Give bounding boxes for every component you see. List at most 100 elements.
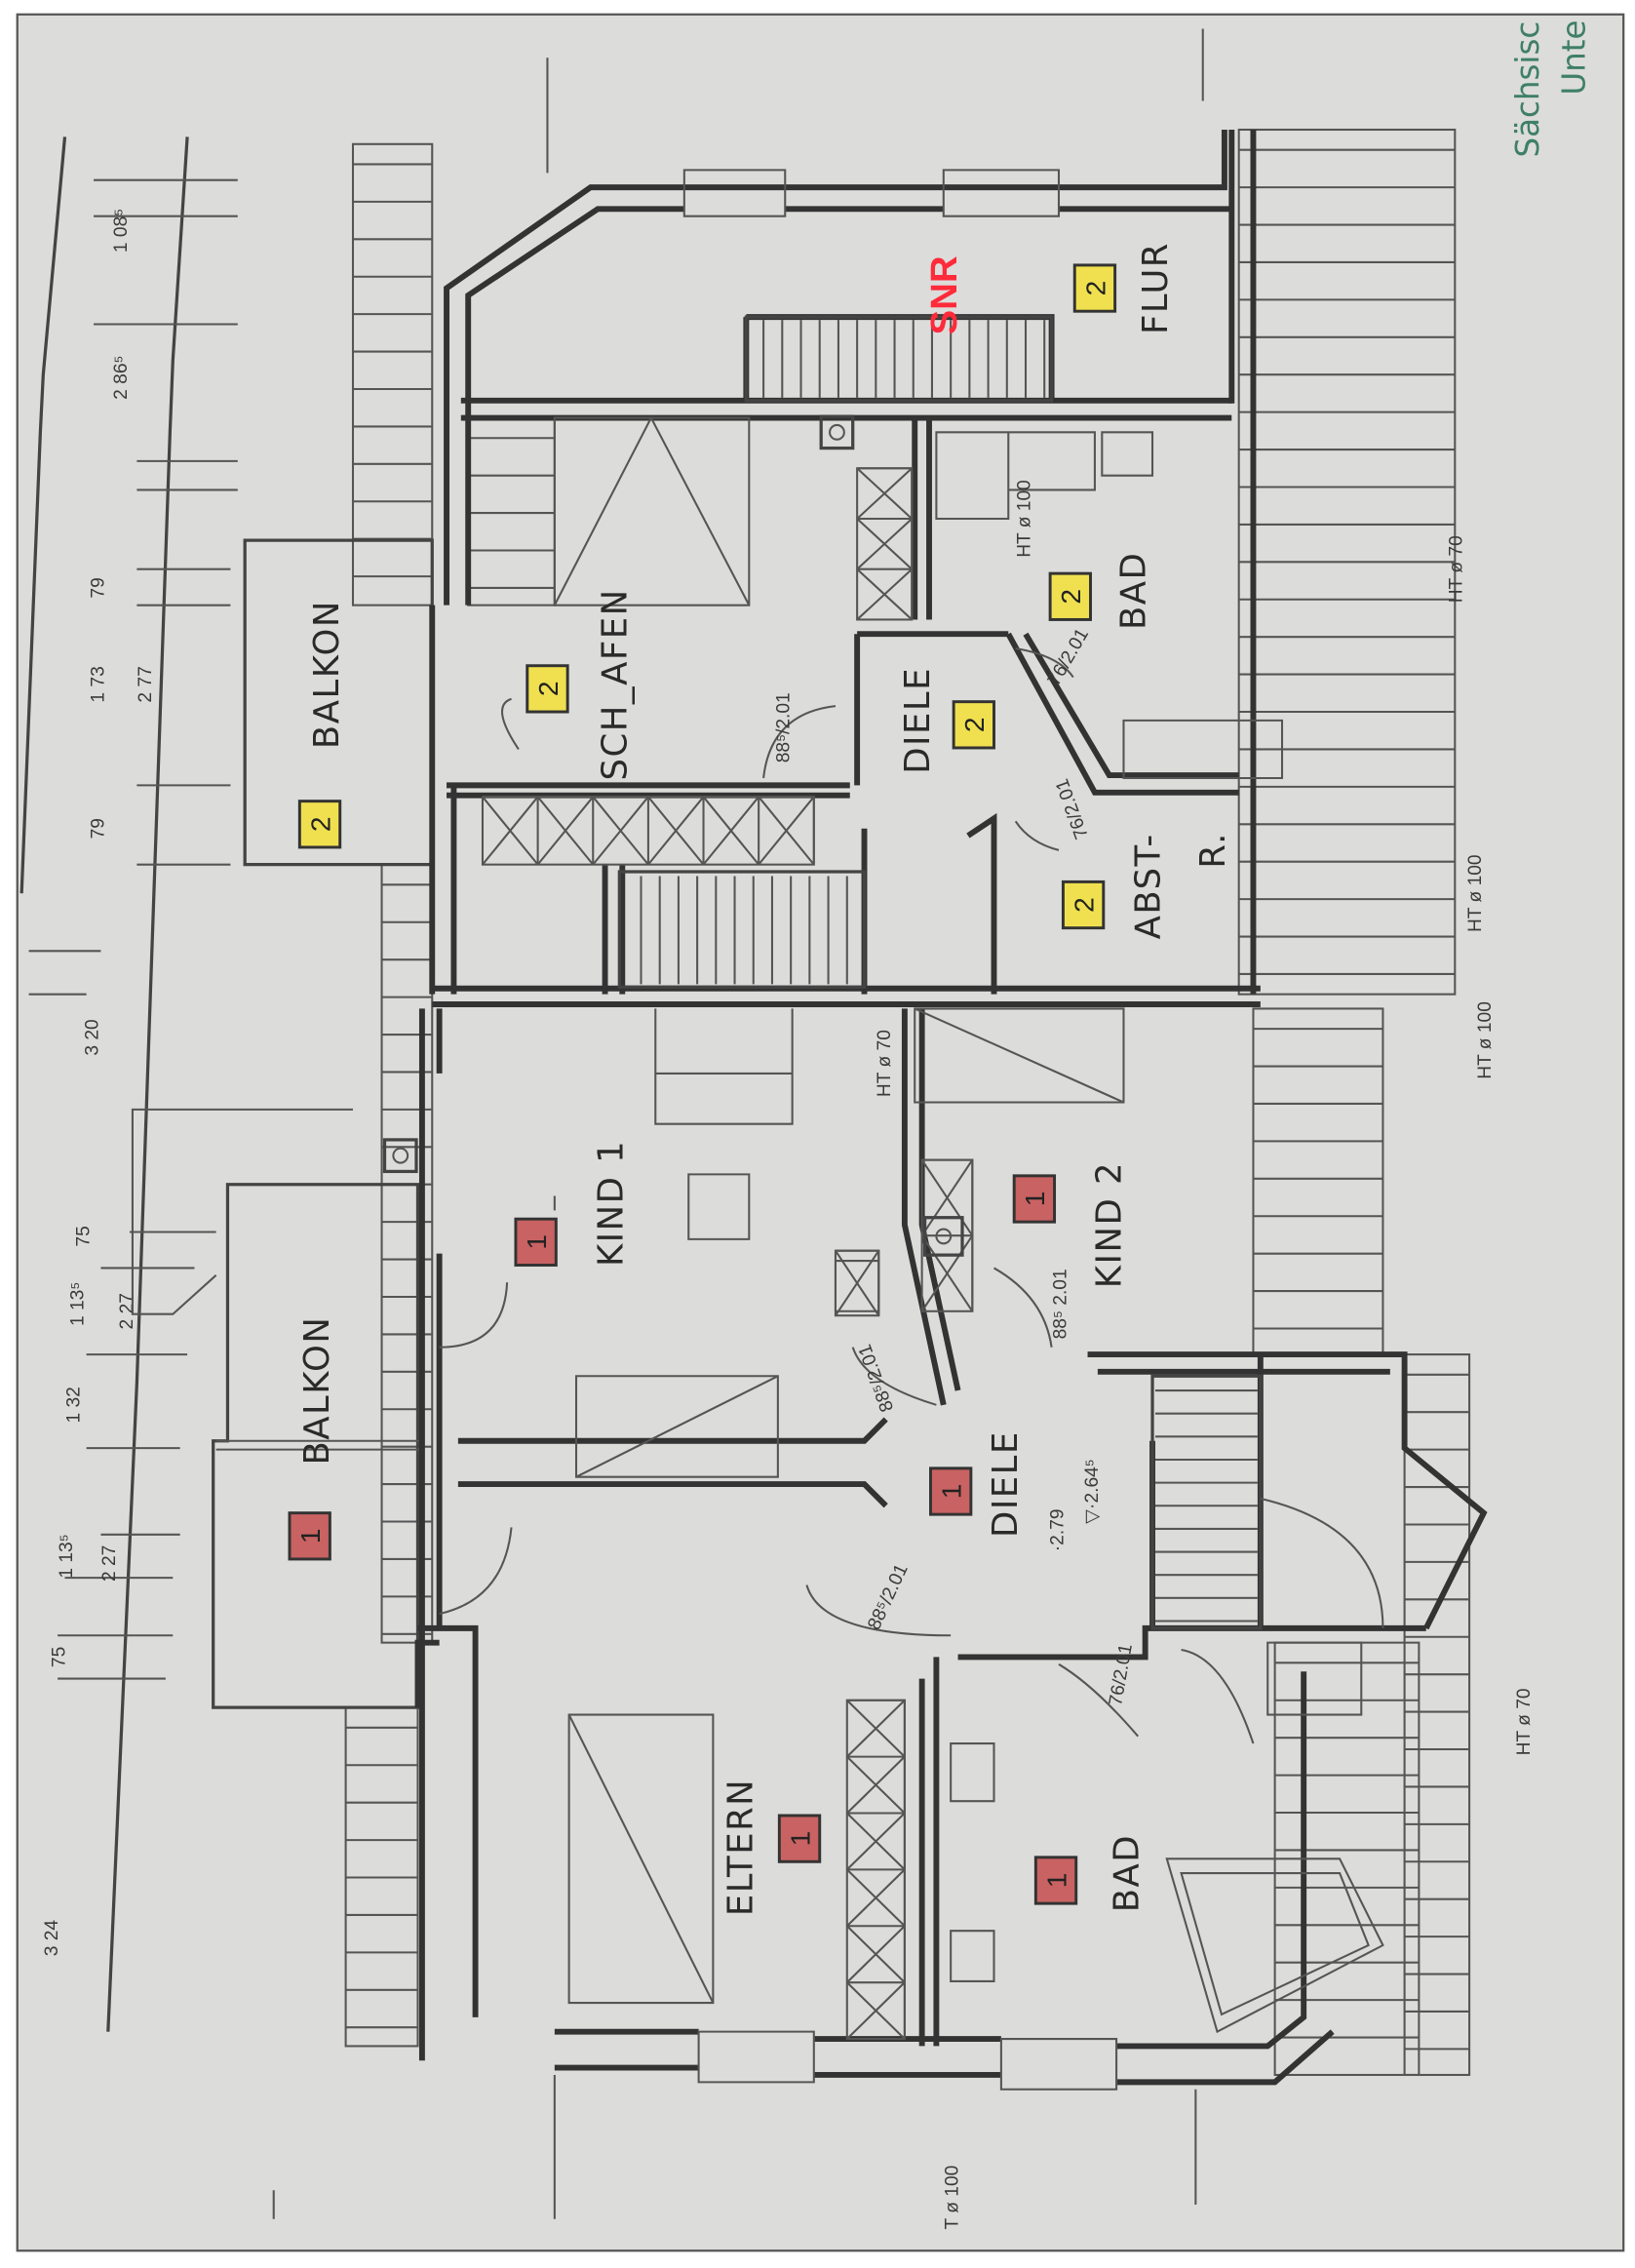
level-label: ·2.79 [1047, 1509, 1068, 1552]
room-label-bad-1: BAD [1107, 1834, 1147, 1912]
unit-number: 2 [959, 718, 990, 733]
level-label: ▽·2.64⁵ [1082, 1459, 1103, 1523]
unit-badge: 2 [297, 800, 342, 849]
room-label-flur: FLUR [1136, 242, 1176, 334]
dim-label: 3 20 [82, 1019, 102, 1055]
roof-strip [351, 142, 434, 606]
unit-badge: 2 [1061, 880, 1106, 930]
unit-badge-box [1072, 263, 1117, 313]
wardrobe-cell [856, 517, 914, 570]
wardrobes [481, 467, 974, 2041]
unit-badge-box [1012, 1174, 1057, 1224]
stamp-text: Sächsisc Unte [1509, 20, 1592, 158]
unit-badge: 1 [929, 1466, 973, 1516]
dim-label: 75 [74, 1226, 95, 1246]
unit-badge-box [1048, 571, 1092, 621]
dim-label: 79 [88, 818, 108, 839]
unit-badge-box [929, 1466, 973, 1516]
ht-label: HT ø 70 [875, 1030, 895, 1097]
wardrobe-cell [482, 796, 539, 866]
ht-labels: HT ø 70 HT ø 100 HT ø 100 HT ø 100 HT ø … [875, 480, 1535, 2229]
unit-badge: 1 [514, 1217, 558, 1267]
wardrobe-cell [846, 1981, 906, 2040]
snr-annotation: SNR [923, 255, 965, 334]
furniture [382, 414, 1384, 2034]
room-label-kind-2: KIND 2 [1090, 1161, 1130, 1288]
wardrobe-cell [846, 1699, 906, 1758]
room-label-abstellraum: ABST- [1128, 833, 1168, 939]
unit-badge: 2 [1048, 571, 1092, 621]
room-label-kind-1: KIND 1 [591, 1140, 631, 1267]
wardrobe-cell [856, 567, 914, 621]
room-label-diele-2: DIELE [898, 667, 938, 774]
wardrobe-cell [758, 796, 815, 866]
unit-badge-box [297, 800, 342, 849]
stamp-line-1: Sächsisc [1509, 21, 1546, 158]
unit-number: 1 [785, 1831, 815, 1847]
windows [682, 169, 1118, 2091]
ht-label: HT ø 100 [1475, 1001, 1496, 1079]
room-label-balkon-1: BALKON [297, 1316, 337, 1466]
room-label-eltern: ELTERN [720, 1779, 760, 1916]
wardrobe-cell [846, 1812, 906, 1871]
unit-number: 1 [295, 1528, 326, 1544]
door-label: 88⁵/2.01 [774, 692, 795, 763]
unit-badge: 2 [952, 700, 995, 750]
dim-label: 1 08⁵ [111, 209, 132, 253]
ht-label: HT ø 100 [1465, 854, 1486, 932]
unit-badge-box [1033, 1856, 1078, 1905]
unit-number: 2 [1069, 897, 1099, 913]
room-label-abstellraum-2: R. [1193, 832, 1233, 869]
unit-badge-box [288, 1511, 331, 1561]
dim-label: 75 [49, 1647, 69, 1667]
unit-number: 2 [1080, 281, 1110, 296]
unit-badge: 1 [777, 1814, 822, 1863]
unit-number: 1 [937, 1484, 967, 1500]
wardrobe-cell [846, 1755, 906, 1815]
dim-label: 3 24 [42, 1920, 62, 1957]
dim-label: 2 27 [117, 1293, 137, 1329]
unit-number: 1 [522, 1234, 552, 1250]
unit-badge-box [952, 700, 995, 750]
unit-number: 1 [1041, 1873, 1071, 1889]
ht-label: HT ø 70 [1447, 535, 1467, 603]
room-label-bad-2: BAD [1114, 552, 1154, 630]
wardrobe-cell [920, 1158, 974, 1236]
wardrobe-cell [920, 1234, 974, 1312]
room-label-schlafen: SCH_AFEN [596, 588, 636, 780]
wardrobe-cell [846, 1868, 906, 1928]
room-label-balkon-2: BALKON [307, 600, 347, 749]
unit-badge: 2 [1072, 263, 1117, 313]
wardrobe-cell [846, 1925, 906, 1983]
unit-number: 2 [533, 682, 564, 697]
door-swings [439, 646, 1140, 1738]
dim-label: 2 86⁵ [111, 356, 132, 400]
dimension-labels: 1 08⁵ 2 86⁵ 79 1 73 79 3 20 75 1 13⁵ 1 3… [42, 209, 156, 1956]
unit-badge-box [526, 664, 569, 714]
dim-label: 1 13⁵ [68, 1282, 89, 1326]
ht-label: HT ø 70 [1514, 1688, 1535, 1755]
wardrobe-cell [647, 796, 705, 866]
dim-label: 79 [88, 577, 108, 598]
wardrobe-cell [856, 467, 914, 520]
unit-badge: 1 [1012, 1174, 1057, 1224]
balcony-1 [131, 1108, 421, 1709]
roof-strip [1403, 1353, 1471, 2077]
unit-badge: 1 [288, 1511, 331, 1561]
dim-label: 1 32 [63, 1387, 84, 1423]
unit-badges: 2 2 2 2 2 2 1 1 1 1 1 1 [288, 263, 1117, 1905]
ht-label: T ø 100 [943, 2166, 963, 2230]
unit-badge-box [777, 1814, 822, 1863]
room-label-diele-1: DIELE [986, 1430, 1026, 1538]
unit-number: 1 [1020, 1192, 1050, 1207]
unit-number: 2 [305, 816, 335, 832]
stamp-line-2: Unte [1555, 20, 1592, 96]
staircase-upper [617, 315, 1054, 989]
dimension-chains [19, 28, 1204, 2219]
dim-label: 1 73 [88, 666, 108, 702]
room-labels: FLUR SCH_AFEN BALKON DIELE BAD ABST- R. … [297, 242, 1233, 1916]
unit-badge: 2 [526, 664, 569, 714]
staircase-lower [1150, 1374, 1384, 1630]
unit-badge-box [1061, 880, 1106, 930]
